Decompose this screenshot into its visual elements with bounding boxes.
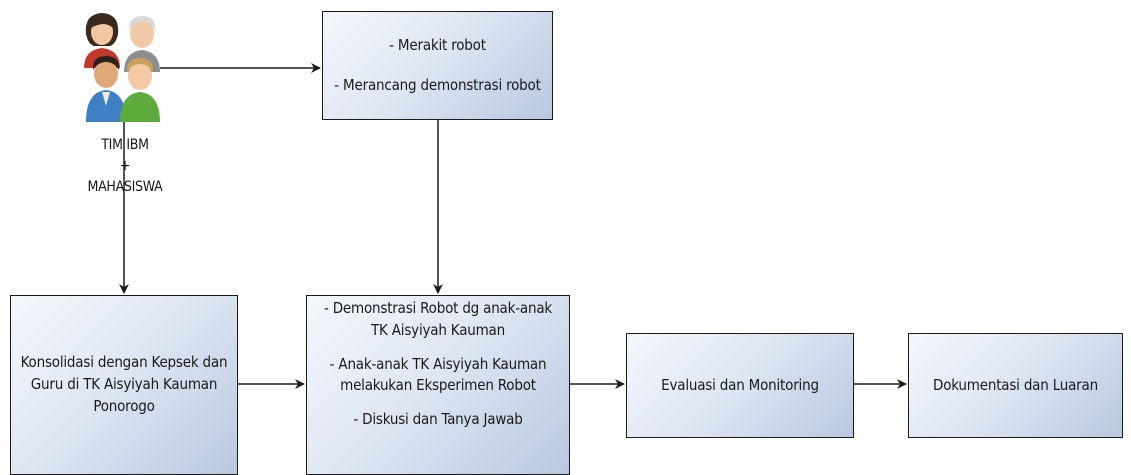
box-dokumentasi-luaran: Dokumentasi dan Luaran (908, 333, 1123, 438)
box-text-line: Dokumentasi dan Luaran (933, 375, 1098, 394)
box-text-line: - Anak-anak TK Aisyiyah Kauman (329, 354, 547, 373)
person-man-icon (86, 56, 126, 122)
box-merakit-robot: - Merakit robot - Merancang demonstrasi … (322, 11, 553, 120)
box-text-line: - Diskusi dan Tanya Jawab (353, 410, 523, 428)
box-text-line: TK Aisyiyah Kauman (371, 320, 505, 339)
team-label: TIM IBM + MAHASISWA (82, 135, 168, 198)
box-demonstrasi-robot: - Demonstrasi Robot dg anak-anak TK Aisy… (306, 295, 570, 475)
box-text-line: Evaluasi dan Monitoring (661, 375, 819, 394)
person-student-icon (120, 58, 160, 122)
team-label-line-1: TIM IBM (101, 137, 149, 153)
box-text-line: melakukan Eksperimen Robot (340, 376, 536, 395)
box-konsolidasi: Konsolidasi dengan Kepsek dan Guru di TK… (10, 295, 238, 475)
box-text-line: Konsolidasi dengan Kepsek dan (20, 353, 228, 372)
box-text-line: - Demonstrasi Robot dg anak-anak (323, 299, 553, 317)
box-text-line: Guru di TK Aisyiyah Kauman (30, 375, 218, 394)
box-text-line: Ponorogo (93, 396, 155, 415)
box-text-line: - Merakit robot (389, 35, 486, 54)
group-people-icon (84, 13, 160, 122)
team-label-line-2: + (119, 158, 131, 174)
box-evaluasi-monitoring: Evaluasi dan Monitoring (626, 333, 854, 438)
team-label-line-3: MAHASISWA (87, 179, 163, 195)
box-text-line: - Merancang demonstrasi robot (334, 75, 541, 94)
